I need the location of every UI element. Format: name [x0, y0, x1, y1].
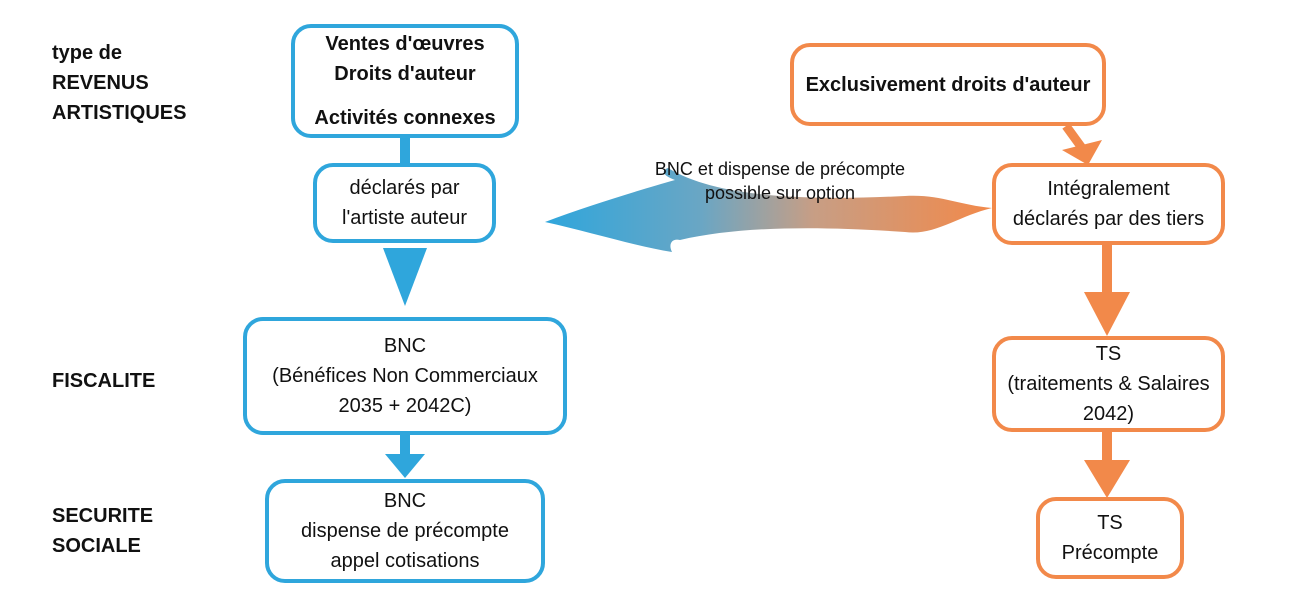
box-left-securite-line: dispense de précompte: [301, 520, 509, 542]
connector-right-1-shaft: [1062, 123, 1086, 151]
box-right-securite: TS Précompte: [1036, 497, 1184, 579]
connector-left-1: [400, 136, 410, 166]
box-left-fiscalite-line: BNC: [383, 335, 427, 357]
box-left-revenus-line: Droits d'auteur: [334, 63, 476, 85]
arrow-left-bnc-to-secu: [385, 454, 425, 478]
box-right-declares: Intégralement déclarés par des tiers: [992, 163, 1225, 245]
arrow-right-ts-to-precompte: [1084, 460, 1130, 498]
box-right-fiscalite-line: 2042): [1082, 403, 1135, 425]
arrow-right-exclusif-to-integral: [1062, 140, 1102, 165]
box-left-fiscalite-line: (Bénéfices Non Commerciaux: [272, 365, 538, 387]
box-left-declares-line: déclarés par: [349, 177, 460, 199]
box-right-securite-line: Précompte: [1061, 542, 1159, 564]
box-left-securite-line: BNC: [383, 490, 427, 512]
box-left-securite-line: appel cotisations: [330, 550, 480, 572]
box-left-revenus-line: Activités connexes: [314, 107, 496, 129]
row-label-fiscalite: FISCALITE: [52, 370, 156, 392]
box-right-fiscalite-line: (traitements & Salaires: [1007, 373, 1210, 395]
box-left-fiscalite-line: 2035 + 2042C): [338, 395, 472, 417]
box-left-declares-line: l'artiste auteur: [342, 207, 467, 229]
option-arrow-label: BNC et dispense de précompte possible su…: [620, 157, 940, 205]
box-left-declares: déclarés par l'artiste auteur: [313, 163, 496, 243]
arrow-left-declares-to-bnc: [383, 248, 427, 306]
box-left-securite: BNC dispense de précompte appel cotisati…: [265, 479, 545, 583]
option-arrow-label-line: possible sur option: [704, 183, 856, 203]
box-right-fiscalite-line: TS: [1095, 343, 1122, 365]
option-arrow: [545, 168, 992, 252]
box-right-revenus-line: Exclusivement droits d'auteur: [805, 73, 1091, 96]
box-left-fiscalite: BNC (Bénéfices Non Commerciaux 2035 + 20…: [243, 317, 567, 435]
row-label-revenus: type de REVENUS ARTISTIQUES: [52, 42, 187, 124]
box-right-securite-line: TS: [1097, 512, 1123, 534]
box-right-fiscalite: TS (traitements & Salaires 2042): [992, 336, 1225, 432]
connector-left-3-shaft: [400, 435, 410, 455]
box-right-revenus: Exclusivement droits d'auteur: [790, 43, 1106, 126]
connector-right-3-shaft: [1102, 432, 1112, 462]
box-right-declares-line: déclarés par des tiers: [1012, 208, 1205, 230]
option-arrow-label-line: BNC et dispense de précompte: [654, 159, 906, 179]
row-label-securite: SECURITE SOCIALE: [52, 505, 154, 557]
box-left-revenus: Ventes d'œuvres Droits d'auteur Activité…: [291, 24, 519, 138]
connector-right-2-shaft: [1102, 245, 1112, 295]
box-left-revenus-line: Ventes d'œuvres: [325, 33, 485, 55]
arrow-right-integral-to-ts: [1084, 292, 1130, 336]
box-right-declares-line: Intégralement: [1047, 178, 1170, 200]
